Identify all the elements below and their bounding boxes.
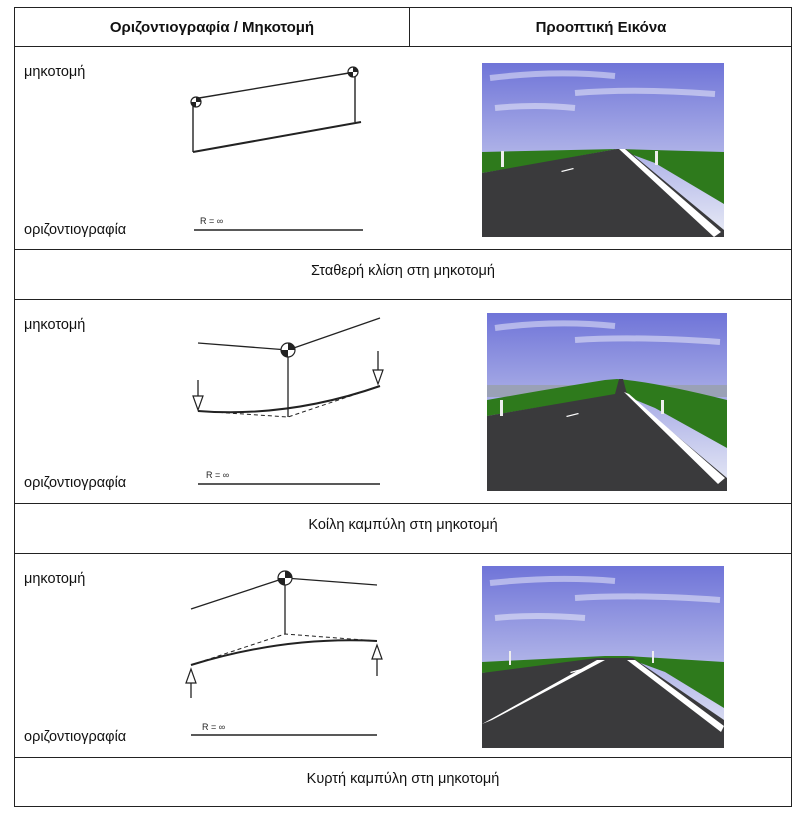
header-left-title: Οριζοντιογραφία / Μηκοτομή <box>109 18 315 36</box>
profile-label: μηκοτομή <box>24 317 86 333</box>
row-divider <box>15 503 791 504</box>
down-arrow-icon <box>372 351 384 386</box>
crest-curve-profile-drawing <box>185 570 383 698</box>
perspective-image-sag-curve <box>487 313 727 491</box>
perspective-image-constant-grade <box>482 63 724 237</box>
drawings-layer: R = ∞ <box>185 63 727 748</box>
up-arrow-icon <box>371 643 383 676</box>
row-caption: Κυρτή καμπύλη στη μηκοτομή <box>306 771 500 787</box>
survey-marker-icon <box>347 66 359 78</box>
plan-view-line: R = ∞ <box>198 470 380 485</box>
radius-label: R = ∞ <box>206 470 229 480</box>
down-arrow-icon <box>192 380 204 412</box>
perspective-image-crest-curve <box>482 566 724 748</box>
survey-marker-icon <box>280 342 296 358</box>
row-divider <box>15 553 791 554</box>
row-divider <box>15 46 791 47</box>
row-caption: Κοίλη καμπύλη στη μηκοτομή <box>308 517 498 533</box>
survey-marker-icon <box>190 96 202 108</box>
column-divider <box>409 8 410 46</box>
profile-label: μηκοτομή <box>24 571 86 587</box>
plan-view-line: R = ∞ <box>194 216 363 231</box>
row-divider <box>15 757 791 758</box>
constant-grade-profile-drawing <box>190 66 362 153</box>
sag-curve-profile-drawing <box>192 317 384 418</box>
row-divider <box>15 249 791 250</box>
header-right-title: Προοπτική Εικόνα <box>535 18 667 36</box>
survey-marker-icon <box>277 570 293 586</box>
comparison-table: Οριζοντιογραφία / Μηκοτομή Προοπτική Εικ… <box>14 7 792 807</box>
radius-label: R = ∞ <box>200 216 223 226</box>
plan-label: οριζοντιογραφία <box>24 222 127 238</box>
plan-label: οριζοντιογραφία <box>24 729 127 745</box>
row-caption: Σταθερή κλίση στη μηκοτομή <box>311 263 495 279</box>
profile-label: μηκοτομή <box>24 64 86 80</box>
plan-label: οριζοντιογραφία <box>24 475 127 491</box>
radius-label: R = ∞ <box>202 722 225 732</box>
plan-view-line: R = ∞ <box>191 722 377 736</box>
row-divider <box>15 299 791 300</box>
up-arrow-icon <box>185 667 197 698</box>
